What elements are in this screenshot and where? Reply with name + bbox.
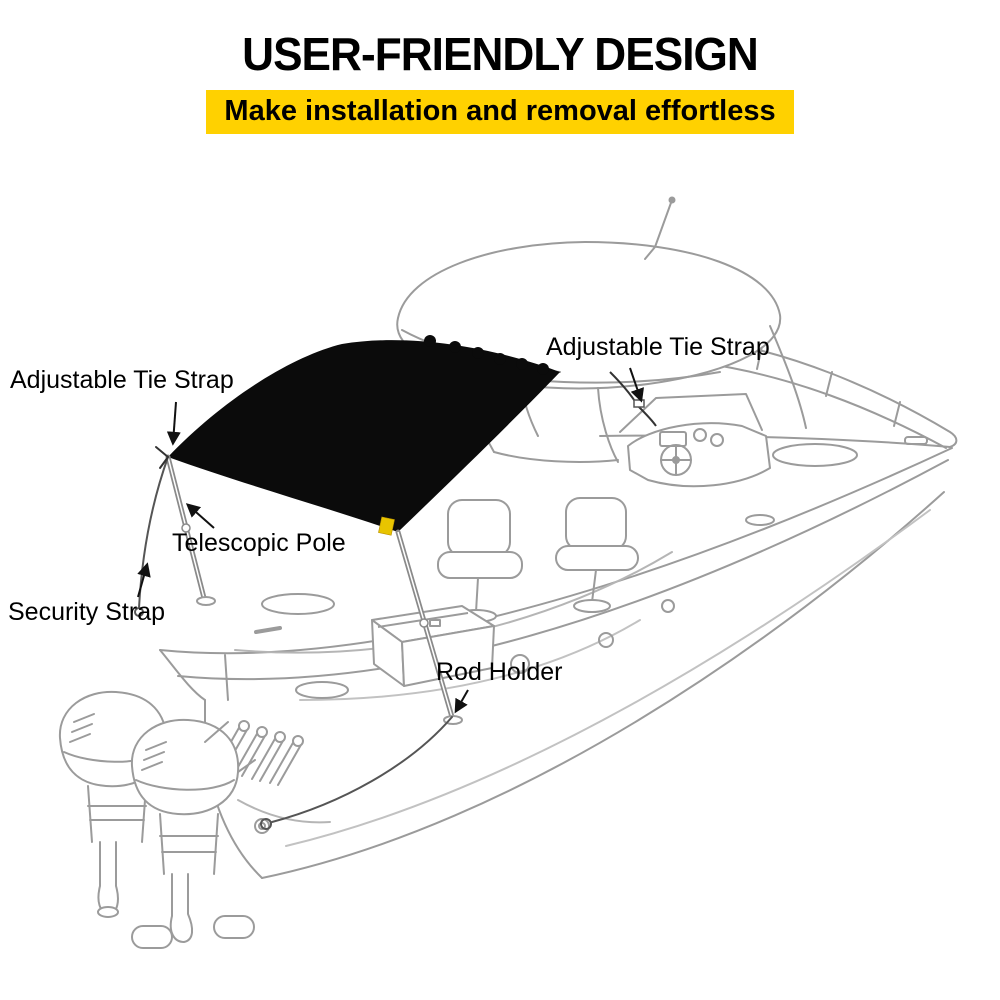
label-adjustable-tie-strap-left: Adjustable Tie Strap [10,366,234,394]
telescopic-pole-left [165,454,216,606]
helm-console [619,393,771,488]
page-title: USER-FRIENDLY DESIGN [242,28,759,80]
label-rod-holder: Rod Holder [436,658,563,686]
label-security-strap: Security Strap [8,598,166,626]
cooler-box [371,605,495,687]
label-telescopic-pole: Telescopic Pole [172,529,346,557]
annotation-arrows [137,367,644,714]
helm-seats [437,497,639,623]
arrow-rod-holder [454,689,469,714]
hardtop [396,196,807,463]
label-adjustable-tie-strap-right: Adjustable Tie Strap [546,333,770,361]
outboard-motors [58,690,256,949]
arrow-security-strap [137,562,151,598]
telescopic-pole-right [395,529,463,725]
brand-tag [378,516,395,536]
arrow-tie-strap-right [629,367,644,403]
arrow-telescopic-pole [185,503,215,529]
arrow-tie-strap-left [166,401,181,446]
header: USER-FRIENDLY DESIGN Make installation a… [0,0,1000,134]
subtitle-highlight: Make installation and removal effortless [206,90,794,134]
sun-shade-canopy [168,335,657,536]
